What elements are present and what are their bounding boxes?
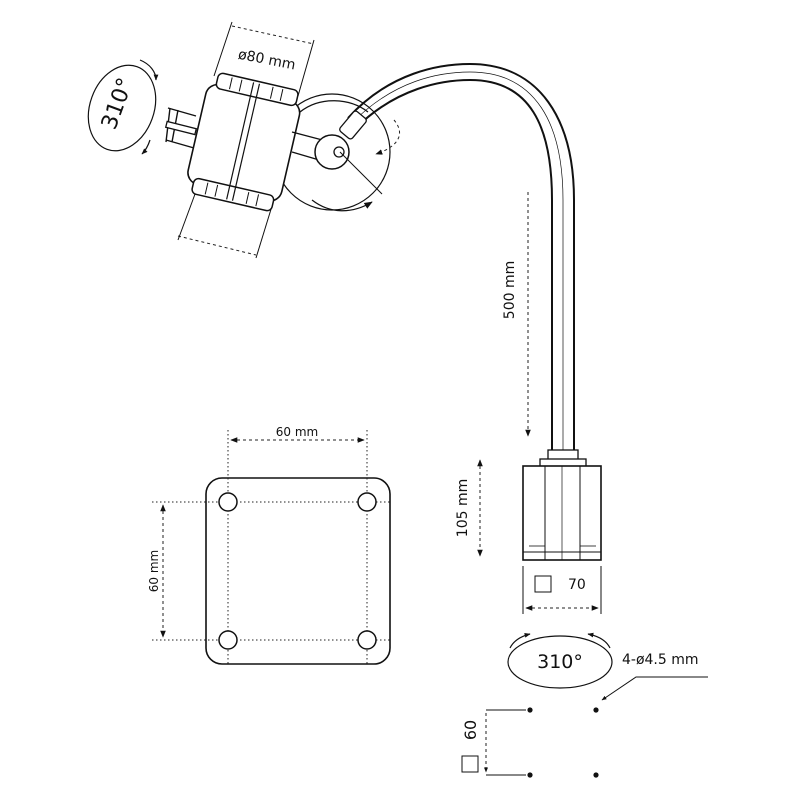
diameter-ext-right xyxy=(297,39,315,97)
hole-dot xyxy=(593,707,599,713)
pivot-joint xyxy=(314,134,350,170)
lamp-head xyxy=(164,21,400,259)
swivel-arrow-bottom xyxy=(311,199,373,212)
plate-width-label: 60 mm xyxy=(276,425,318,439)
base-height-label: 105 mm xyxy=(455,479,471,537)
mounting-plate: 60 mm 60 mm xyxy=(147,425,391,665)
pivot-leader xyxy=(339,151,383,195)
lamp-diameter-label: ø80 mm xyxy=(237,47,297,74)
swivel-arrow-right xyxy=(375,119,400,155)
rotation-arrow-top xyxy=(139,59,159,81)
hole-spacing-label: 60 xyxy=(461,720,480,740)
diameter-ext-left xyxy=(213,21,233,77)
diameter-dim-top xyxy=(231,25,315,45)
base-rotation-ellipse xyxy=(507,635,613,689)
plate-hole xyxy=(218,630,238,650)
square-symbol-icon xyxy=(534,575,552,593)
bottom-ext-right xyxy=(255,205,273,259)
base-rotation-arrow-right xyxy=(587,632,611,649)
base-rotation-label: 310° xyxy=(537,651,583,673)
hole-dot xyxy=(527,707,533,713)
arm-length-label: 500 mm xyxy=(502,261,518,319)
plate-hole xyxy=(218,492,238,512)
base-rotation-arrow-left xyxy=(509,632,531,649)
swivel-disc-edge xyxy=(299,100,369,113)
handle-bar xyxy=(164,120,198,136)
hole-pattern: 60 xyxy=(461,707,599,778)
hole-dot xyxy=(593,772,599,778)
base-size-label: 70 xyxy=(568,577,586,593)
mount-base xyxy=(522,449,602,561)
square-symbol-icon xyxy=(461,755,479,773)
plate-hole xyxy=(357,630,377,650)
holes-leader xyxy=(601,676,708,701)
bottom-ext-left xyxy=(177,185,199,241)
rotation-ellipse xyxy=(87,64,157,152)
lamp-rotation-indicator: 310° xyxy=(87,59,159,155)
lamp-handle xyxy=(165,107,197,149)
lamp-cylinder xyxy=(187,72,301,212)
diameter-dim-bottom xyxy=(177,235,257,256)
rotation-arrow-bottom xyxy=(141,139,151,155)
lamp-rotation-label: 310° xyxy=(97,75,139,133)
base-rotation-indicator: 310° xyxy=(507,632,613,689)
plate-height-label: 60 mm xyxy=(147,550,161,592)
pivot-bolt xyxy=(333,146,345,158)
plate-outline xyxy=(205,477,391,665)
hole-dot xyxy=(527,772,533,778)
holes-label: 4-ø4.5 mm xyxy=(622,652,699,668)
gooseneck-arm xyxy=(339,62,575,452)
plate-hole xyxy=(357,492,377,512)
